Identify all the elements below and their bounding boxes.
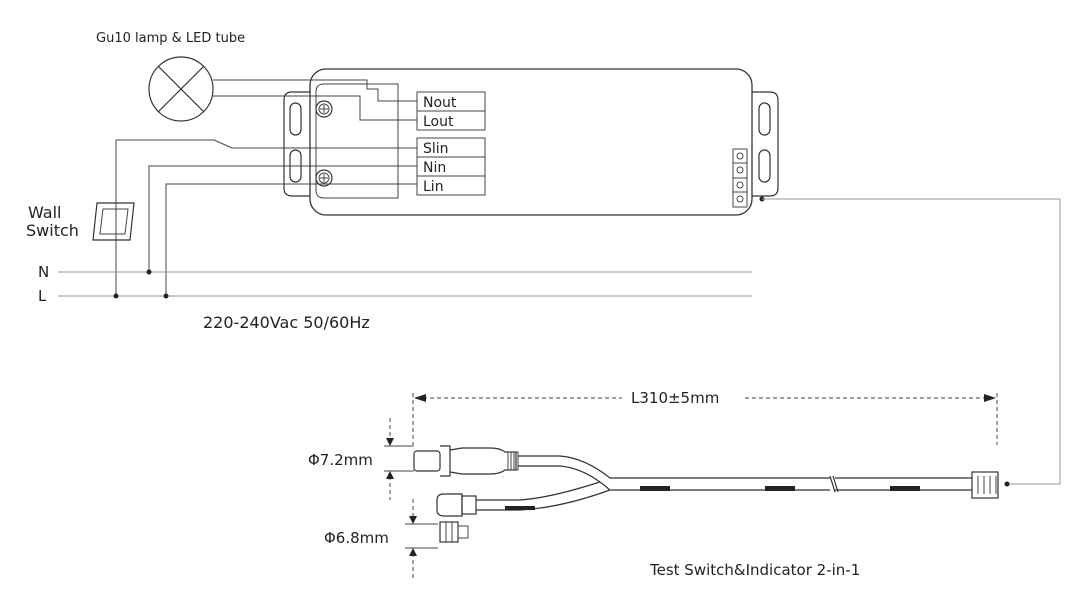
input-wires xyxy=(115,139,417,296)
terminal-label-slin: Slin xyxy=(423,141,449,157)
indicator-diameter-dimension xyxy=(405,499,438,580)
lamp-label: Gu10 lamp & LED tube xyxy=(96,31,245,46)
test-module-label: Test Switch&Indicator 2-in-1 xyxy=(649,561,860,579)
lamp-wires xyxy=(213,79,417,121)
terminal-label-lout: Lout xyxy=(423,114,454,130)
mains-label-l: L xyxy=(38,287,47,305)
wall-switch-label-line1: Wall xyxy=(28,203,62,222)
terminal-label-nin: Nin xyxy=(423,160,446,176)
test-switch-connection-wire xyxy=(759,196,1061,487)
driver-unit xyxy=(283,68,779,216)
mains-label-n: N xyxy=(38,263,49,281)
length-dimension xyxy=(412,393,998,445)
screw-icon xyxy=(315,169,333,187)
wall-switch-label: Wall Switch xyxy=(26,203,79,240)
supply-voltage-label: 220-240Vac 50/60Hz xyxy=(203,313,370,332)
terminal-label-lin: Lin xyxy=(423,179,444,195)
lamp-symbol xyxy=(148,56,214,122)
indicator-led-cable xyxy=(436,481,611,543)
indicator-diameter-label: Φ6.8mm xyxy=(324,529,389,547)
mains-lines xyxy=(58,269,752,299)
test-port-connector xyxy=(732,148,748,208)
screw-icon xyxy=(315,100,333,118)
wall-switch-icon xyxy=(92,202,135,241)
terminal-label-nout: Nout xyxy=(423,95,457,111)
switch-diameter-dimension xyxy=(384,418,414,500)
wall-switch-label-line2: Switch xyxy=(26,221,79,240)
cable-length-label: L310±5mm xyxy=(631,389,719,407)
switch-diameter-label: Φ7.2mm xyxy=(308,451,373,469)
test-switch-cable xyxy=(413,445,999,499)
